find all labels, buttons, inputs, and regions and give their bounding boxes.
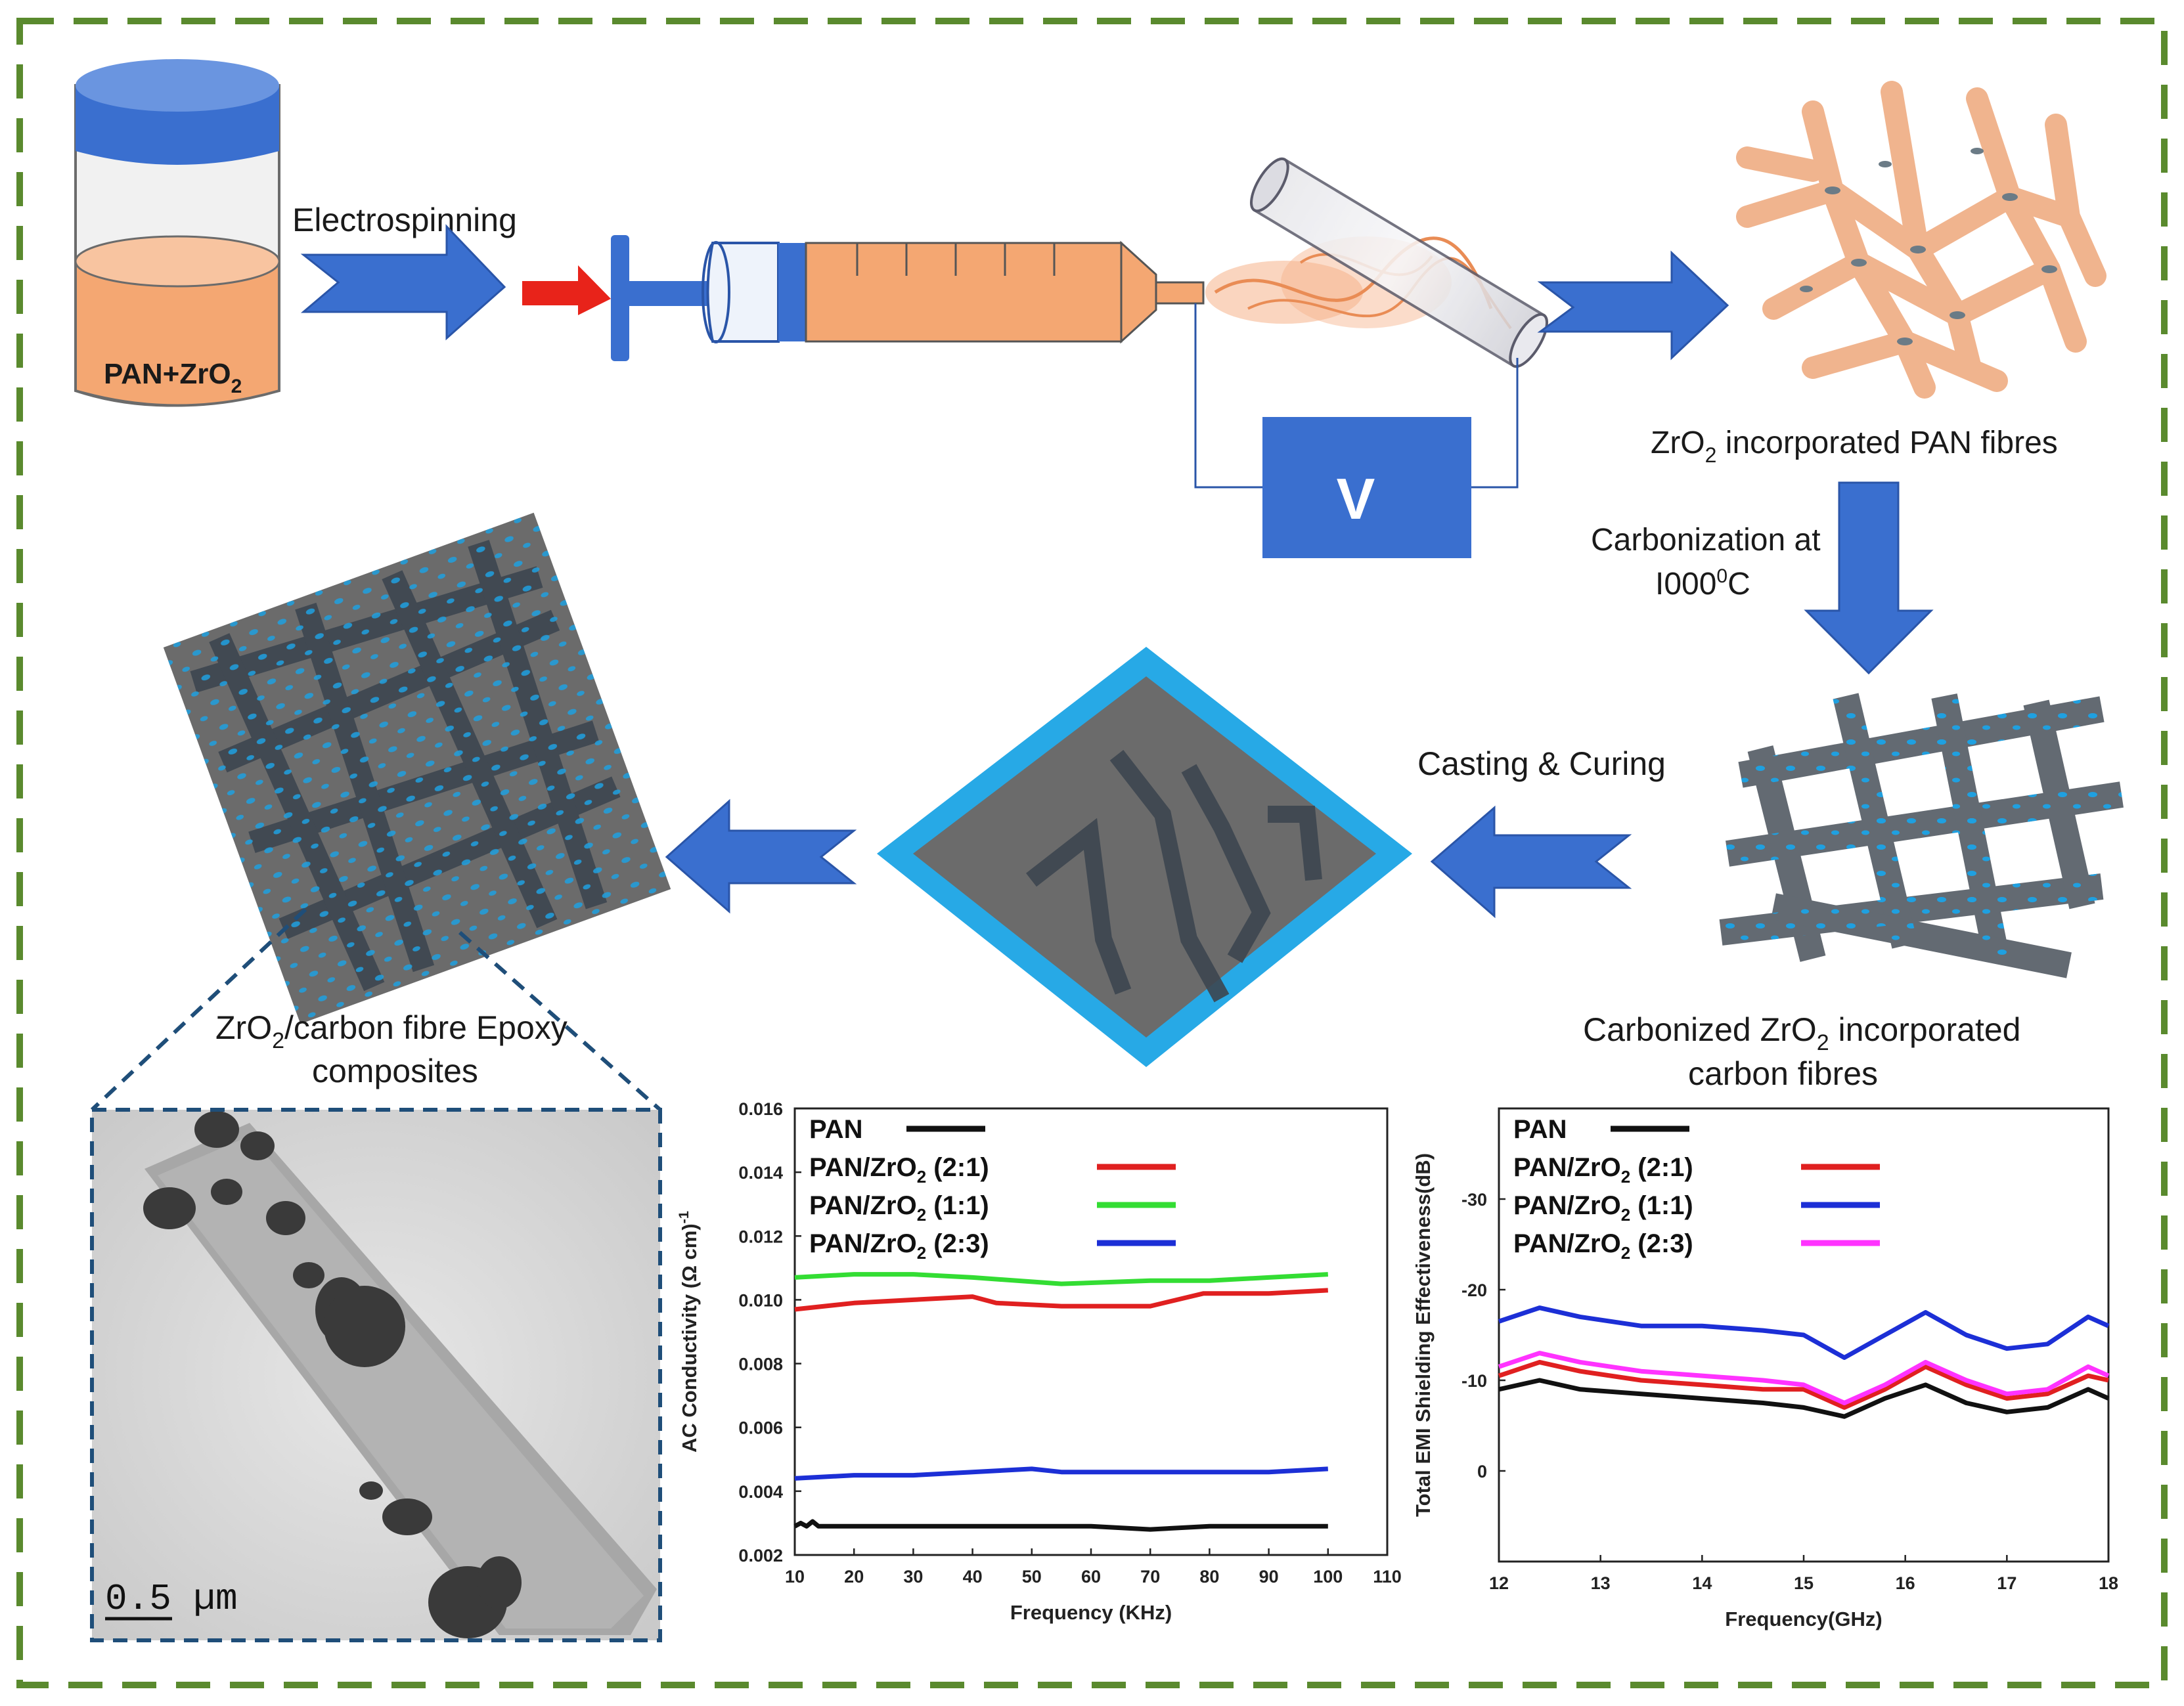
legend-label: PAN — [1513, 1115, 1567, 1144]
series-line — [1498, 1305, 2110, 1360]
arrow-to-fibres — [1537, 250, 1729, 361]
push-arrow — [522, 265, 611, 315]
carbonization-label: Carbonization at — [1591, 523, 1821, 558]
collector-icon — [1250, 157, 1548, 368]
zoom-line — [90, 908, 307, 1112]
wire — [1194, 303, 1262, 489]
y-tick-label: -10 — [1461, 1371, 1487, 1391]
y-tick-label: 0.006 — [738, 1418, 783, 1438]
legend-label: PAN/ZrO2 (2:1) — [1513, 1153, 1693, 1187]
x-tick-label: 90 — [1259, 1567, 1279, 1586]
composite-label-2: composites — [312, 1053, 478, 1089]
y-tick-label: 0.004 — [738, 1482, 783, 1502]
arrow-to-composite — [665, 798, 857, 914]
syringe-icon — [611, 235, 1205, 361]
y-tick-label: 0.002 — [738, 1546, 783, 1565]
carbonization-temp-label: I0000C — [1655, 565, 1750, 601]
series-line — [794, 1272, 1328, 1286]
fibre-mesh-icon — [1736, 81, 2106, 399]
series-line — [793, 1519, 1328, 1532]
composite-label: ZrO2/carbon fibre Epoxy — [215, 1009, 568, 1053]
y-tick-label: -20 — [1461, 1280, 1487, 1300]
x-axis-label: Frequency(GHz) — [1725, 1608, 1882, 1630]
fibre-mesh-dots — [1800, 148, 2057, 345]
x-tick-label: 70 — [1140, 1567, 1160, 1586]
legend-label: PAN/ZrO2 (1:1) — [809, 1191, 989, 1225]
casting-label: Casting & Curing — [1417, 745, 1666, 782]
series-line — [794, 1466, 1328, 1481]
zoom-line — [458, 930, 661, 1112]
scale-bar-label: 0.5 µm — [105, 1578, 238, 1620]
x-tick-label: 14 — [1692, 1573, 1712, 1593]
x-tick-label: 50 — [1022, 1567, 1042, 1586]
legend-label: PAN/ZrO2 (2:1) — [809, 1153, 989, 1187]
arrow-carbonization — [1804, 481, 1934, 675]
x-tick-label: 15 — [1794, 1573, 1814, 1593]
composite-diamond-icon — [877, 647, 1412, 1067]
electrospinning-arrow — [300, 224, 506, 341]
legend-label: PAN/ZrO2 (2:3) — [809, 1229, 989, 1263]
y-axis-label: Total EMI Shielding Effectiveness(dB) — [1412, 1153, 1435, 1517]
x-tick-label: 12 — [1489, 1573, 1509, 1593]
series-line — [1498, 1351, 2110, 1405]
series-line — [1498, 1359, 2109, 1410]
electrospinning-label: Electrospinning — [292, 202, 517, 238]
carbonized-label: Carbonized ZrO2 incorporated — [1583, 1011, 2020, 1055]
x-axis-label: Frequency (KHz) — [1010, 1601, 1172, 1624]
voltage-source-icon — [1262, 417, 1471, 558]
x-tick-label: 13 — [1591, 1573, 1611, 1593]
y-tick-label: 0.008 — [738, 1355, 783, 1374]
tem-image-icon — [90, 1108, 662, 1642]
fibre-spray — [1205, 236, 1512, 330]
x-tick-label: 16 — [1896, 1573, 1915, 1593]
y-tick-label: 0.014 — [738, 1163, 783, 1183]
y-tick-label: 0 — [1477, 1462, 1487, 1481]
y-tick-label: -30 — [1461, 1190, 1487, 1210]
y-tick-label: 0.016 — [738, 1099, 783, 1119]
y-axis-label: AC Conductivity (Ω cm)-1 — [675, 1211, 701, 1453]
arrow-casting — [1430, 805, 1632, 919]
x-tick-label: 20 — [844, 1567, 864, 1586]
composite-square-icon — [163, 512, 671, 1024]
carbonized-label-2: carbon fibres — [1688, 1055, 1878, 1092]
series-line — [794, 1288, 1328, 1312]
x-tick-label: 10 — [785, 1567, 805, 1586]
x-tick-label: 100 — [1313, 1567, 1343, 1586]
x-tick-label: 30 — [903, 1567, 923, 1586]
carbon-fibre-mesh-icon — [1719, 693, 2124, 978]
legend-label: PAN/ZrO2 (2:3) — [1513, 1229, 1693, 1263]
x-tick-label: 80 — [1199, 1567, 1219, 1586]
x-tick-label: 60 — [1081, 1567, 1101, 1586]
x-tick-label: 110 — [1373, 1567, 1402, 1586]
beaker-icon — [74, 59, 280, 407]
legend-label: PAN/ZrO2 (1:1) — [1513, 1191, 1693, 1225]
solution-label: PAN+ZrO2 — [104, 358, 242, 397]
y-tick-label: 0.010 — [738, 1290, 783, 1310]
ac-conductivity-chart: 10 20 30 40 50 60 70 80 90 100 110 0.002 0.004 0.006 0… — [675, 1099, 1402, 1624]
x-tick-label: 40 — [963, 1567, 983, 1586]
wire — [1471, 358, 1519, 489]
dashed-frame — [16, 18, 2168, 1688]
pan-fibres-label: ZrO2 incorporated PAN fibres — [1651, 426, 2058, 467]
voltage-label: V — [1337, 466, 1375, 531]
y-tick-label: 0.012 — [738, 1227, 783, 1246]
series-line — [1498, 1378, 2110, 1419]
x-tick-label: 17 — [1997, 1573, 2017, 1593]
legend-label: PAN — [809, 1115, 862, 1144]
x-tick-label: 18 — [2099, 1573, 2118, 1593]
